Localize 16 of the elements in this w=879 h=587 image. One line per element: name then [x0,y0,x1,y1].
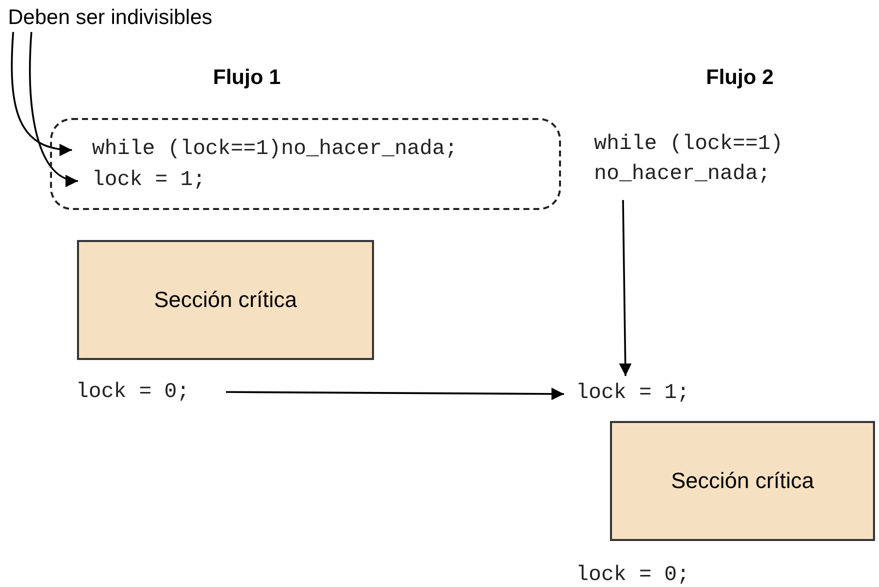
process-box: Sección crítica [610,421,875,541]
arrow [226,388,564,400]
arrow [619,200,632,376]
process-box: Sección crítica [77,240,374,360]
column-heading: Flujo 2 [706,66,774,90]
arrow [29,32,78,186]
arrow [10,32,72,156]
code-line: lock = 1; [92,166,292,196]
dashed-group-box [50,118,561,210]
code-line: while (lock==1)no_hacer_nada; [92,135,532,165]
code-text: while (lock==1) no_hacer_nada; [594,130,844,192]
column-heading: Flujo 1 [213,66,281,90]
code-line: lock = 0; [576,561,726,587]
code-line: lock = 0; [76,378,226,408]
note-text: Deben ser indivisibles [8,6,268,34]
code-line: lock = 1; [576,379,726,409]
